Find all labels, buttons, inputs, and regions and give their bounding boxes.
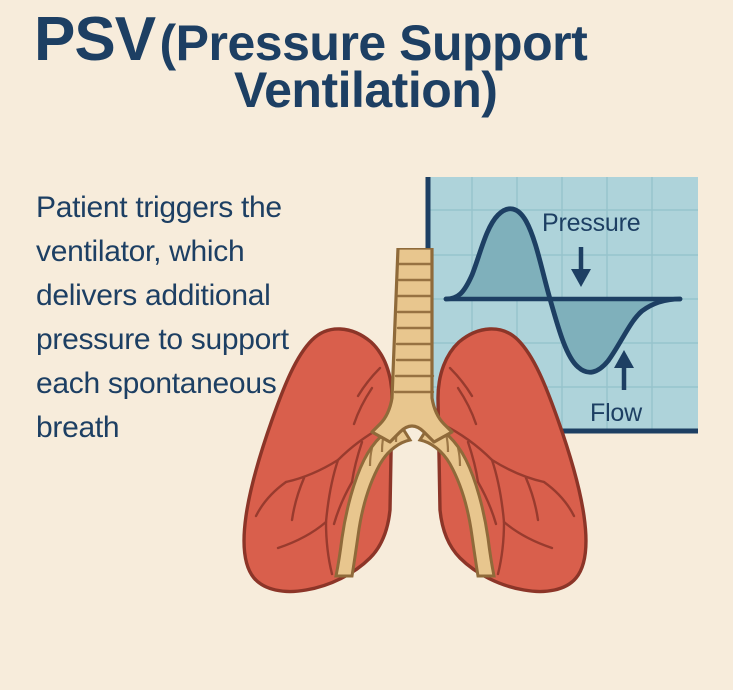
flow-up-arrow-icon [614,350,634,390]
title-expansion-first: (Pressure Support [159,15,588,71]
title-expansion-second: Ventilation) [234,62,498,119]
lungs-illustration [212,246,632,640]
title-line-primary: PSV (Pressure Support [34,8,714,71]
trachea-cartilage-rings [393,262,435,394]
waveform-curve [443,206,683,375]
pressure-down-arrow-icon [571,247,591,287]
chart-label-flow: Flow [590,399,643,427]
right-main-bronchus [417,422,496,578]
description-text: Patient triggers the ventilator, which d… [36,191,289,445]
right-bronchial-tree [440,366,576,576]
page-title: PSV (Pressure Support Ventilation) [34,8,714,116]
chart-label-pressure: Pressure [542,209,640,237]
left-main-bronchus [334,422,413,578]
waveform-fill [446,208,680,373]
title-acronym: PSV [34,5,156,74]
left-bronchial-tree [254,366,390,576]
